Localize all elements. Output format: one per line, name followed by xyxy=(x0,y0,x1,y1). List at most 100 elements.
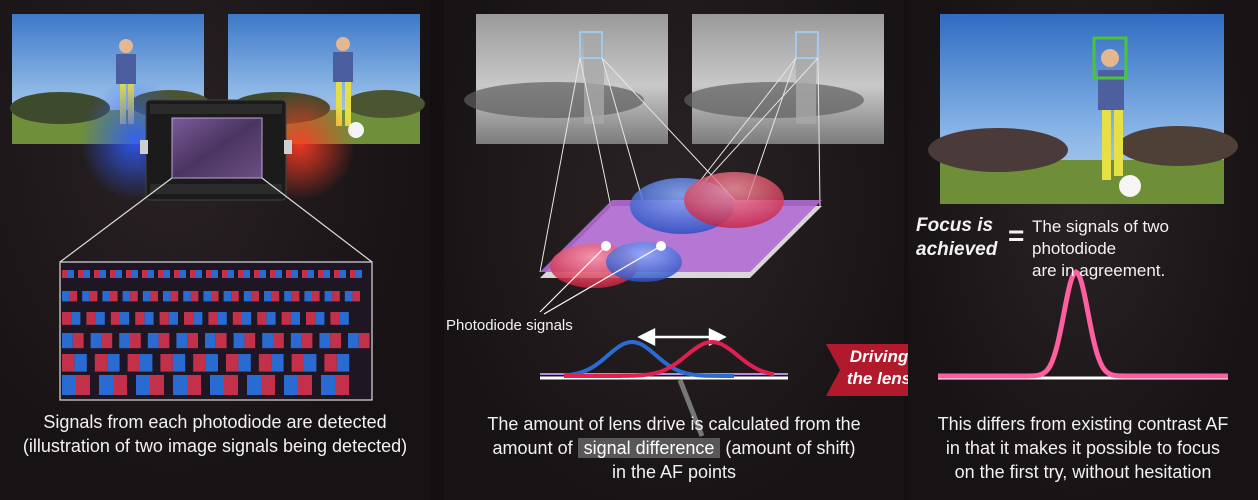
photodiode-cell xyxy=(258,354,272,372)
photodiode-cell xyxy=(238,354,251,372)
photodiode-cell xyxy=(187,375,201,395)
photodiode-cell xyxy=(324,354,337,372)
photodiode-cell xyxy=(276,270,282,278)
photodiode-cell xyxy=(82,291,90,302)
caption-pointer xyxy=(677,379,705,437)
photodiode-cell xyxy=(86,312,96,325)
focus-label-line2: achieved xyxy=(916,239,998,260)
photodiode-cell xyxy=(290,312,300,325)
photodiode-cell xyxy=(62,312,72,325)
photodiode-cell xyxy=(172,354,186,372)
photodiode-cell xyxy=(290,333,302,349)
photodiode-cell xyxy=(233,333,245,349)
photodiode-cell xyxy=(72,333,84,349)
defocused-photo-left xyxy=(464,14,668,144)
photodiode-cell xyxy=(62,333,73,349)
photodiode-cell xyxy=(330,312,340,325)
photodiode-cell xyxy=(222,270,228,278)
photodiode-cell xyxy=(101,333,113,349)
photodiode-cell xyxy=(69,291,78,302)
right-caption-line1: This differs from existing contrast AF xyxy=(937,414,1229,434)
photodiode-cell xyxy=(130,333,141,349)
photodiode-cell xyxy=(292,270,298,278)
photodiode-cell xyxy=(78,270,84,278)
photodiode-cell xyxy=(335,375,349,395)
photodiode-cell xyxy=(120,312,130,325)
photodiode-cell xyxy=(193,312,203,325)
photodiode-cell xyxy=(231,291,239,302)
photodiode-cell xyxy=(144,312,154,325)
photodiode-cell xyxy=(210,375,224,395)
photodiode-cell xyxy=(211,291,219,302)
focus-achieved-panel: Focus is achieved = The signals of two p… xyxy=(908,0,1258,500)
photodiode-cell xyxy=(132,270,138,278)
photodiode-cell xyxy=(148,270,154,278)
photodiode-cell xyxy=(183,291,191,302)
photodiode-cell xyxy=(217,312,227,325)
photodiode-cell xyxy=(136,375,150,395)
photodiode-cell xyxy=(180,270,186,278)
photodiode-cell xyxy=(203,291,211,302)
photodiode-cell xyxy=(291,291,300,302)
dual-image-detection-panel: Signals from each photodiode are detecte… xyxy=(0,0,430,500)
photodiode-cell xyxy=(99,375,113,395)
photodiode-cell xyxy=(332,291,340,302)
photodiode-cell xyxy=(150,375,164,395)
photodiode-cell xyxy=(264,291,272,302)
photodiode-cell xyxy=(298,375,312,395)
photodiode-cell xyxy=(160,354,173,372)
offset-signal-waveforms xyxy=(540,339,788,380)
photodiode-cell xyxy=(110,312,120,325)
photodiode-cell xyxy=(266,312,276,325)
photodiode-cell xyxy=(334,270,340,278)
photodiode-cell xyxy=(273,333,284,349)
photodiode-cell xyxy=(308,270,314,278)
focus-desc-line2: are in agreement. xyxy=(1032,261,1166,280)
photodiode-cell xyxy=(135,312,145,325)
photodiode-cell xyxy=(94,354,108,372)
photodiode-cell xyxy=(352,291,360,302)
photodiode-cell xyxy=(68,270,74,278)
right-illustration xyxy=(928,14,1238,380)
photodiode-cell xyxy=(215,333,227,349)
left-caption-line1: Signals from each photodiode are detecte… xyxy=(43,412,387,432)
photodiode-cell xyxy=(193,354,206,372)
photodiode-grid-closeup xyxy=(59,261,373,401)
photodiode-cell xyxy=(244,333,256,349)
photodiode-cell xyxy=(271,291,280,302)
photodiode-cell xyxy=(243,291,252,302)
photodiode-cell xyxy=(206,270,212,278)
photodiode-cell xyxy=(257,312,267,325)
photodiode-cell xyxy=(174,270,180,278)
photodiode-cell xyxy=(147,333,159,349)
middle-caption-line2: amount of signal difference (amount of s… xyxy=(444,436,904,460)
photodiode-cell xyxy=(100,270,106,278)
image-sensor-chip xyxy=(140,99,292,201)
photodiode-cell xyxy=(262,333,273,349)
photodiode-cell xyxy=(89,291,98,302)
driving-lens-arrow: Driving the lens xyxy=(826,340,932,400)
photodiode-cell xyxy=(324,291,333,302)
photodiode-cell xyxy=(315,312,325,325)
photodiode-cell xyxy=(142,270,148,278)
matched-signal-peak xyxy=(938,268,1228,380)
photodiode-cell xyxy=(84,270,90,278)
photodiode-cell xyxy=(102,291,110,302)
photodiode-cell xyxy=(140,354,153,372)
photodiode-cell xyxy=(224,375,238,395)
photodiode-cell xyxy=(173,375,187,395)
photodiode-cell xyxy=(339,312,349,325)
photodiode-cell xyxy=(168,312,178,325)
photodiode-cell xyxy=(291,354,304,372)
photodiode-cell xyxy=(90,333,102,349)
photodiode-cell xyxy=(344,291,353,302)
photodiode-signals-label: Photodiode signals xyxy=(446,317,573,334)
af-point-box-right xyxy=(795,31,819,59)
photodiode-cell xyxy=(271,354,284,372)
photodiode-cell xyxy=(304,291,312,302)
photodiode-cell xyxy=(107,354,120,372)
label-pointer-2 xyxy=(543,245,662,315)
photodiode-cell xyxy=(190,291,199,302)
photodiode-cell xyxy=(110,291,118,302)
photodiode-cell xyxy=(254,270,260,278)
